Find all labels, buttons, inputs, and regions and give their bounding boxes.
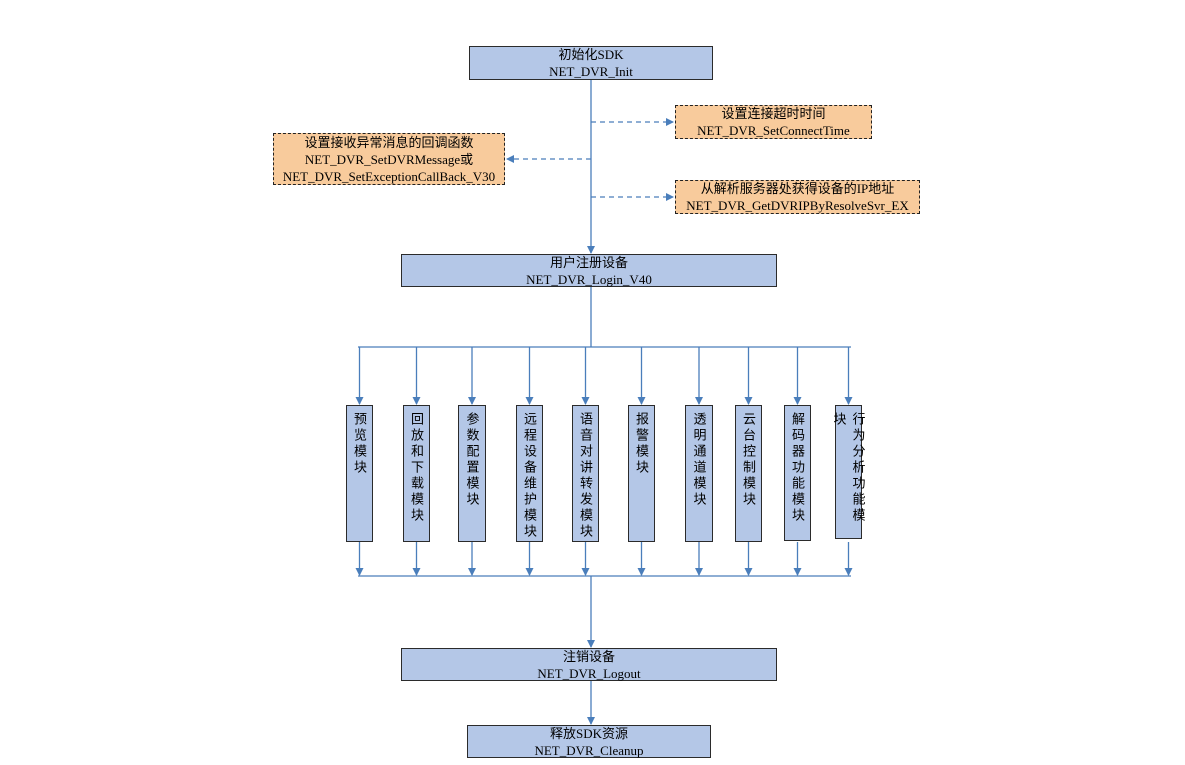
resolve-func: NET_DVR_GetDVRIPByResolveSvr_EX [686, 198, 909, 213]
module-label: 远程设备维护模块 [522, 412, 537, 540]
module-box: 报警模块 [628, 405, 655, 542]
resolve-title: 从解析服务器处获得设备的IP地址 [700, 181, 895, 196]
module-label: 透明通道模块 [691, 412, 707, 508]
init-title: 初始化SDK [558, 47, 624, 62]
init-sdk-box: 初始化SDK NET_DVR_Init [469, 46, 713, 80]
module-box: 解码器功能模块 [784, 405, 811, 541]
connect-time-title: 设置连接超时时间 [721, 106, 826, 121]
connect-time-box: 设置连接超时时间 NET_DVR_SetConnectTime [675, 105, 872, 139]
connect-time-func: NET_DVR_SetConnectTime [697, 123, 850, 138]
module-box: 回放和下载模块 [403, 405, 430, 542]
module-label: 行为分析功能模块 [831, 412, 866, 524]
logout-func: NET_DVR_Logout [537, 665, 641, 681]
module-label: 解码器功能模块 [790, 412, 805, 524]
module-box: 参数配置模块 [458, 405, 486, 542]
module-label: 报警模块 [634, 412, 649, 476]
module-label: 参数配置模块 [464, 412, 480, 508]
cleanup-box: 释放SDK资源 NET_DVR_Cleanup [467, 725, 711, 758]
init-func: NET_DVR_Init [549, 64, 633, 79]
exception-callback-box: 设置接收异常消息的回调函数 NET_DVR_SetDVRMessage或 NET… [273, 133, 505, 185]
login-box: 用户注册设备 NET_DVR_Login_V40 [401, 254, 777, 287]
module-label: 回放和下载模块 [409, 412, 424, 524]
module-label: 云台控制模块 [741, 412, 756, 508]
module-box: 行为分析功能模块 [832, 405, 866, 539]
login-func: NET_DVR_Login_V40 [526, 271, 652, 287]
logout-title: 注销设备 [562, 648, 615, 664]
cleanup-title: 释放SDK资源 [549, 725, 628, 741]
exception-func2: NET_DVR_SetExceptionCallBack_V30 [282, 168, 496, 184]
cleanup-func: NET_DVR_Cleanup [534, 742, 644, 758]
login-title: 用户注册设备 [549, 254, 628, 270]
exception-title: 设置接收异常消息的回调函数 [304, 134, 474, 150]
module-box: 语音对讲转发模块 [572, 405, 599, 542]
logout-box: 注销设备 NET_DVR_Logout [401, 648, 777, 681]
module-box: 云台控制模块 [735, 405, 762, 542]
module-label: 预览模块 [352, 412, 367, 476]
module-box: 预览模块 [346, 405, 373, 542]
module-arrows [355, 347, 853, 576]
resolve-ip-box: 从解析服务器处获得设备的IP地址 NET_DVR_GetDVRIPByResol… [675, 180, 920, 214]
exception-func: NET_DVR_SetDVRMessage或 [304, 151, 474, 167]
module-label: 语音对讲转发模块 [578, 412, 593, 540]
module-box: 透明通道模块 [685, 405, 713, 542]
module-box: 远程设备维护模块 [516, 405, 543, 542]
